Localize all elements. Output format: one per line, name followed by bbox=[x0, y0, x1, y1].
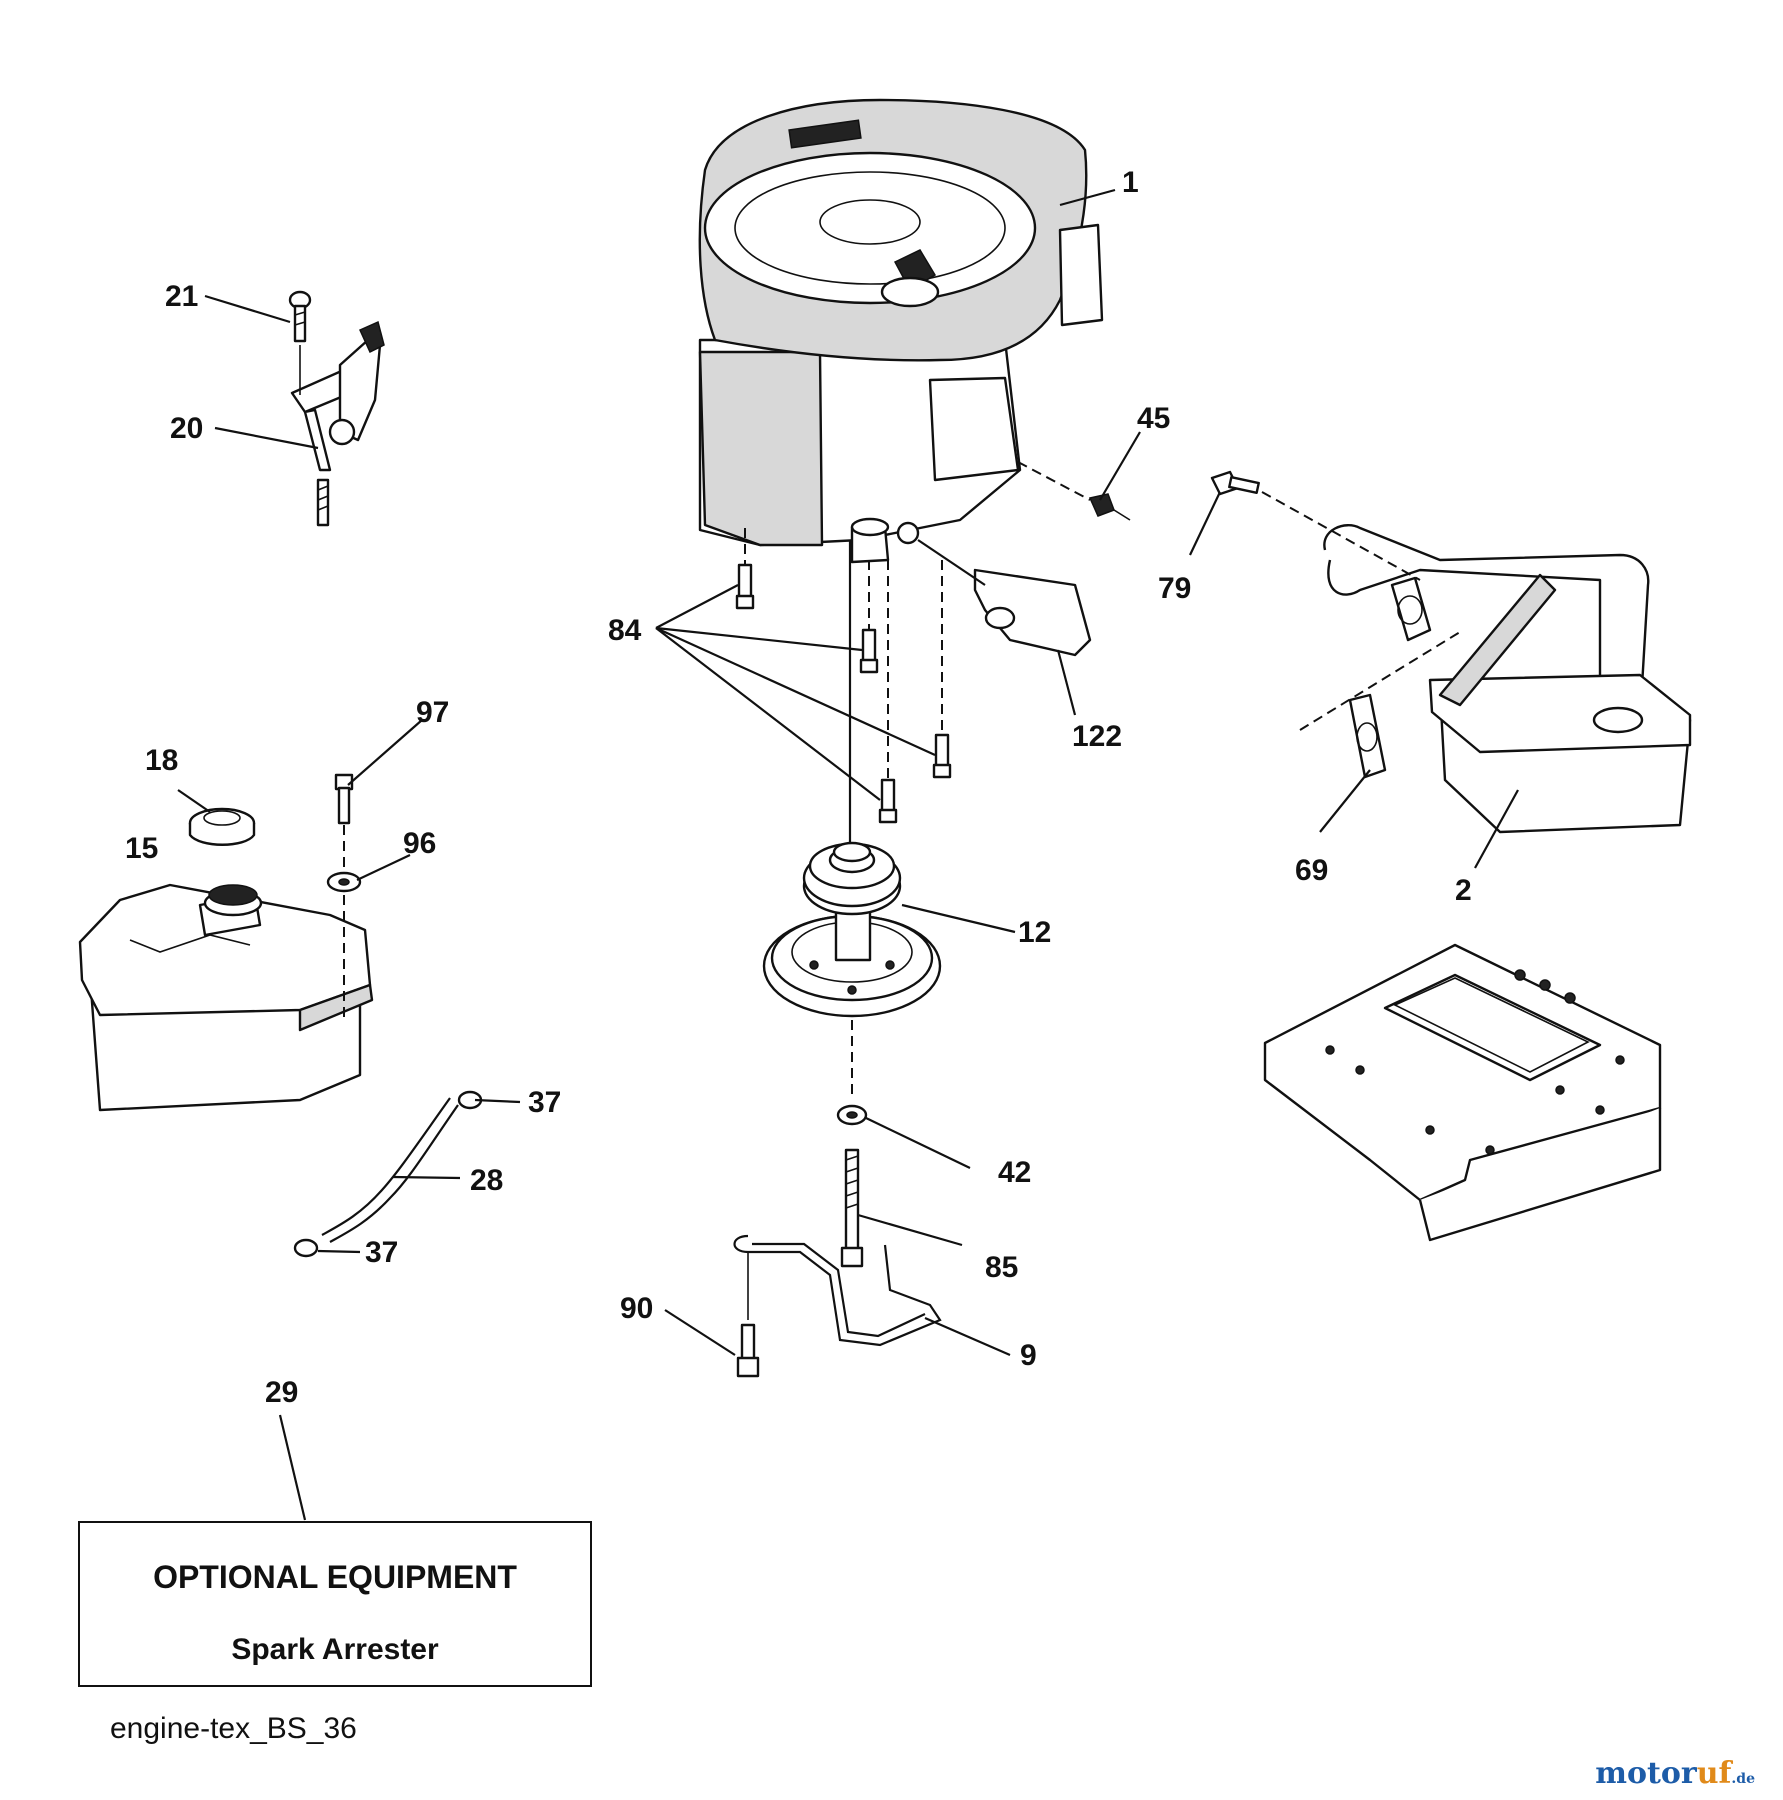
frame-mount-plate bbox=[1263, 943, 1662, 1242]
mounting-bolts-part bbox=[735, 528, 952, 824]
watermark-part2: uf bbox=[1696, 1756, 1732, 1791]
watermark-part3: .de bbox=[1731, 1771, 1755, 1787]
callout-15: 15 bbox=[125, 832, 158, 865]
muffler-bolt-part bbox=[1210, 470, 1421, 581]
muffler-part bbox=[1323, 524, 1692, 834]
callout-79: 79 bbox=[1158, 572, 1191, 605]
leader-lines bbox=[177, 188, 1519, 1521]
callout-42: 42 bbox=[998, 1156, 1031, 1189]
throttle-control-part bbox=[288, 290, 385, 527]
watermark-logo: motoruf.de bbox=[1595, 1756, 1755, 1791]
callout-45: 45 bbox=[1137, 402, 1170, 435]
callout-12: 12 bbox=[1018, 916, 1051, 949]
belt-guide-part bbox=[733, 1234, 942, 1347]
callout-20: 20 bbox=[170, 412, 203, 445]
callout-29: 29 bbox=[265, 1376, 298, 1409]
callout-37b: 37 bbox=[365, 1236, 398, 1269]
optional-equipment-box: OPTIONAL EQUIPMENT Spark Arrester bbox=[78, 1521, 592, 1687]
tank-bolt-part bbox=[326, 773, 362, 1020]
callout-9: 9 bbox=[1020, 1339, 1037, 1372]
callout-labels: 1 2 9 12 15 18 20 21 28 29 37 37 42 45 6… bbox=[125, 166, 1472, 1409]
callout-69: 69 bbox=[1295, 854, 1328, 887]
callout-97: 97 bbox=[416, 696, 449, 729]
callout-28: 28 bbox=[470, 1164, 503, 1197]
callout-84: 84 bbox=[608, 614, 642, 647]
callout-85: 85 bbox=[985, 1251, 1018, 1284]
callout-21: 21 bbox=[165, 280, 198, 313]
muffler-nut-part bbox=[1017, 461, 1131, 521]
bolt-90-part bbox=[736, 1252, 760, 1378]
muffler-gasket-part bbox=[1299, 631, 1461, 779]
figure-id: engine-tex_BS_36 bbox=[110, 1712, 357, 1745]
deflector-part bbox=[917, 539, 1092, 657]
fuel-line-part bbox=[293, 1090, 483, 1258]
engine-pulley-part bbox=[762, 540, 942, 1100]
callout-18: 18 bbox=[145, 744, 178, 777]
fuel-tank-part bbox=[78, 883, 374, 1112]
fuel-cap-part bbox=[188, 807, 256, 846]
callout-2: 2 bbox=[1455, 874, 1472, 907]
engine-part bbox=[698, 98, 1104, 564]
callout-96: 96 bbox=[403, 827, 436, 860]
callout-122: 122 bbox=[1072, 720, 1122, 753]
watermark-part1: motor bbox=[1595, 1756, 1697, 1791]
pulley-bolt-part bbox=[836, 1104, 868, 1268]
callout-37a: 37 bbox=[528, 1086, 561, 1119]
optional-equipment-item: Spark Arrester bbox=[231, 1633, 439, 1666]
callout-1: 1 bbox=[1122, 166, 1139, 199]
callout-90: 90 bbox=[620, 1292, 653, 1325]
optional-equipment-title: OPTIONAL EQUIPMENT bbox=[153, 1559, 517, 1595]
